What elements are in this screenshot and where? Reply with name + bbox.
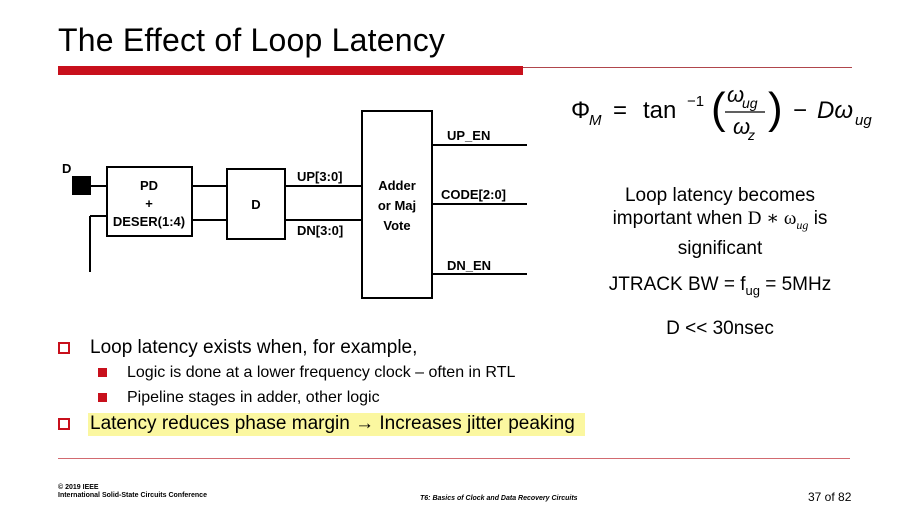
jtrack-sub: ug <box>745 282 760 298</box>
latency-note-pre: important when <box>612 208 748 229</box>
delay-block <box>226 168 286 240</box>
formula-func-sup: −1 <box>687 93 704 110</box>
jtrack-post: = 5MHz <box>759 274 832 295</box>
jtrack-bw-note: JTRACK BW = fug = 5MHz <box>580 274 860 298</box>
latency-note-line-1: Loop latency becomes <box>624 185 816 206</box>
page-number: 37 of 82 <box>808 490 852 504</box>
formula-term: Dω <box>817 97 853 124</box>
formula-rparen: ) <box>768 84 783 133</box>
vote-label-2: or Maj <box>378 198 416 213</box>
latency-note-expr: D ∗ ω <box>747 208 797 229</box>
pd-label-3: DESER(1:4) <box>113 214 185 229</box>
formula-eq: = <box>613 97 627 124</box>
hollow-square-bullet-icon <box>58 417 70 430</box>
copyright-text: © 2019 IEEE <box>58 484 99 491</box>
title-rule <box>523 67 852 68</box>
hollow-square-bullet-icon <box>58 341 70 354</box>
code-label: CODE[2:0] <box>441 187 506 202</box>
vote-label-1: Adder <box>378 178 416 193</box>
bullet-text: Pipeline stages in adder, other logic <box>127 389 380 406</box>
input-node <box>72 176 91 195</box>
filled-square-bullet-icon <box>98 368 107 378</box>
bullet-phase-margin: Latency reduces phase margin → Increases… <box>58 413 585 436</box>
conference-text: International Solid-State Circuits Confe… <box>58 492 207 499</box>
dn-bus-label: DN[3:0] <box>297 223 343 238</box>
latency-note: Loop latency becomes important when D ∗ … <box>580 184 860 260</box>
formula-lhs-sub: M <box>589 112 602 129</box>
bullet-text: Loop latency exists when, for example, <box>90 337 418 358</box>
footer-tutorial: T6: Basics of Clock and Data Recovery Ci… <box>420 495 578 502</box>
latency-note-line-3: significant <box>677 237 763 259</box>
footer-rule <box>58 458 850 459</box>
latency-constraint: D << 30nsec <box>666 318 774 339</box>
formula-minus: − <box>793 97 807 124</box>
latency-note-sub: ug <box>796 217 809 232</box>
block-diagram: D PD + DESER(1:4) D UP[3:0] DN[3:0] Adde… <box>62 110 527 299</box>
formula-den: ω <box>733 114 750 139</box>
formula-den-sub: z <box>747 127 755 143</box>
vote-label-3: Vote <box>383 218 410 233</box>
latency-note-post: is <box>808 208 828 229</box>
sub-bullet-pipeline-stages: Pipeline stages in adder, other logic <box>98 389 380 407</box>
sub-bullet-lower-clock: Logic is done at a lower frequency clock… <box>98 364 515 382</box>
formula-lparen: ( <box>711 84 726 133</box>
bullet-text: Logic is done at a lower frequency clock… <box>127 364 516 381</box>
formula-num: ω <box>727 82 744 107</box>
latency-note-line-2: important when D ∗ ωug is <box>580 207 860 237</box>
pd-label-1: PD <box>140 178 158 193</box>
bullet-latency-exists: Loop latency exists when, for example, <box>58 337 417 359</box>
formula-lhs: Φ <box>571 97 590 124</box>
page-title: The Effect of Loop Latency <box>58 22 446 58</box>
footer-copyright: © 2019 IEEE International Solid-State Ci… <box>58 484 207 500</box>
dn-en-label: DN_EN <box>447 258 491 273</box>
phase-margin-formula: Φ M = tan −1 ( ω ug ω z ) − Dω ug <box>571 82 872 143</box>
formula-term-sub: ug <box>855 112 872 129</box>
delay-label: D <box>251 197 260 212</box>
filled-square-bullet-icon <box>98 393 107 403</box>
input-label: D <box>62 161 71 176</box>
highlighted-bullet-text: Latency reduces phase margin → Increases… <box>88 413 585 436</box>
formula-func: tan <box>643 97 676 124</box>
formula-num-sub: ug <box>742 95 758 111</box>
jtrack-pre: JTRACK BW = f <box>608 274 746 295</box>
up-bus-label: UP[3:0] <box>297 169 343 184</box>
up-en-label: UP_EN <box>447 128 490 143</box>
pd-label-2: + <box>145 196 153 211</box>
pd-block <box>106 166 193 237</box>
title-accent-bar <box>58 66 523 75</box>
